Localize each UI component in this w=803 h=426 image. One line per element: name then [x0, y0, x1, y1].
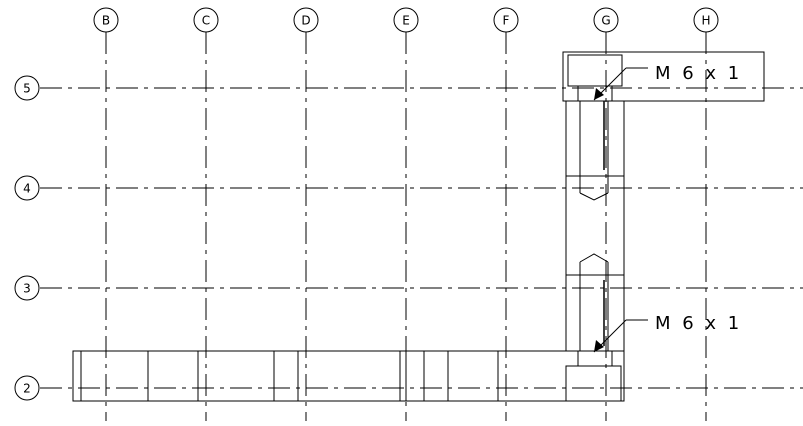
vertical-column-outline — [565, 100, 625, 352]
column-label: B — [102, 14, 110, 28]
row-label: 5 — [23, 82, 31, 96]
row-bubble-4[interactable]: 4 — [14, 175, 40, 201]
row-bubble-2[interactable]: 4 2 — [14, 375, 40, 401]
column-bubble-h[interactable]: H — [693, 7, 719, 33]
drill-point — [579, 253, 609, 263]
row-bubble-3[interactable]: 3 — [14, 275, 40, 301]
callout-label: M 6 x 1 — [655, 63, 742, 84]
bubble-circle — [14, 75, 40, 101]
column-label: H — [701, 14, 710, 28]
bubble-circle — [593, 7, 619, 33]
vertical-column-part[interactable] — [565, 100, 625, 352]
bubble-circle — [393, 7, 419, 33]
top-end-block — [567, 54, 623, 87]
bubble-circle — [693, 7, 719, 33]
column-bubble-e[interactable]: E — [393, 7, 419, 33]
bubble-circle — [193, 7, 219, 33]
column-bubble-b[interactable]: B — [93, 7, 119, 33]
bottom-bar-outline — [72, 350, 625, 402]
leader-arrowhead — [594, 88, 604, 100]
row-bubble-5[interactable]: 5 — [14, 75, 40, 101]
row-label: 4 — [23, 182, 31, 196]
bottom-bar-part[interactable] — [72, 350, 625, 402]
column-label: G — [601, 14, 610, 28]
column-label: D — [301, 14, 310, 28]
bubble-circle — [14, 375, 40, 401]
bubble-circle — [14, 275, 40, 301]
bottom-end-block — [565, 365, 622, 402]
row-bubbles: 5 4 3 4 2 — [14, 75, 40, 401]
thread-callout-top[interactable]: M 6 x 1 — [593, 63, 742, 101]
column-label: E — [402, 14, 410, 28]
bubble-circle — [493, 7, 519, 33]
thread-callout-bottom[interactable]: M 6 x 1 — [593, 313, 742, 353]
bubble-circle — [14, 175, 40, 201]
horizontal-grid-lines — [40, 87, 803, 389]
column-bubble-d[interactable]: D — [293, 7, 319, 33]
column-bubble-c[interactable]: C — [193, 7, 219, 33]
row-label: 3 — [23, 282, 31, 296]
drill-point — [579, 192, 609, 201]
bubble-circle — [93, 7, 119, 33]
column-bubble-g[interactable]: G — [593, 7, 619, 33]
top-bar-outline — [562, 51, 765, 102]
bubble-circle — [293, 7, 319, 33]
callout-label: M 6 x 1 — [655, 313, 742, 334]
column-label: C — [202, 14, 210, 28]
column-label: F — [503, 14, 510, 28]
row-label-2: 2 — [23, 382, 31, 396]
column-bubble-f[interactable]: F — [493, 7, 519, 33]
column-bubbles: B C D E F G H — [93, 7, 719, 33]
leader-arrowhead — [594, 340, 604, 352]
top-bar-part[interactable] — [562, 51, 765, 102]
